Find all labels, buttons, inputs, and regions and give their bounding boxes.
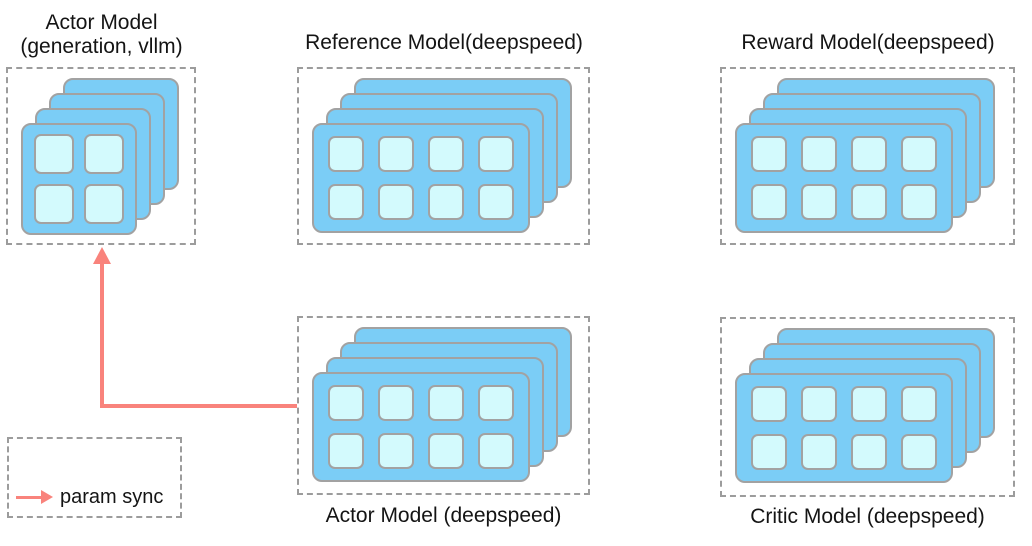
legend-arrow-line-icon — [16, 496, 41, 499]
gpu-cell — [851, 433, 887, 470]
gpu-cell — [328, 385, 364, 422]
gpu-cell — [851, 183, 887, 220]
gpu-cell — [901, 136, 937, 173]
gpu-cell — [33, 183, 74, 224]
gpu-cell — [33, 134, 74, 175]
gpu-cell — [851, 386, 887, 423]
actor-generation-title: Actor Model (generation, vllm) — [0, 11, 203, 59]
gpu-cell — [801, 433, 837, 470]
gpu-cell — [478, 183, 514, 220]
gpu-cell — [378, 385, 414, 422]
gpu-cell — [478, 385, 514, 422]
gpu-cell — [751, 183, 787, 220]
gpu-card-front — [312, 123, 530, 233]
gpu-cell — [428, 385, 464, 422]
gpu-card-front — [735, 373, 953, 483]
gpu-cell — [901, 433, 937, 470]
critic-model-label: Critic Model (deepspeed) — [750, 505, 985, 528]
legend-box: param sync — [7, 437, 182, 518]
reward-model-box — [720, 67, 1015, 245]
gpu-card-front — [21, 123, 137, 235]
gpu-card-front — [312, 372, 530, 482]
gpu-cell — [428, 183, 464, 220]
legend-label: param sync — [60, 486, 164, 508]
gpu-cell — [751, 386, 787, 423]
actor-generation-title-line1: Actor Model — [45, 11, 158, 34]
gpu-cell — [84, 183, 125, 224]
gpu-cell — [428, 136, 464, 173]
gpu-cell — [328, 432, 364, 469]
gpu-cell — [428, 432, 464, 469]
gpu-cell — [901, 386, 937, 423]
actor-deepspeed-box — [297, 316, 590, 495]
actor-generation-box — [6, 67, 196, 245]
reward-model-title: Reward Model(deepspeed) — [741, 31, 995, 54]
gpu-cell — [801, 386, 837, 423]
actor-generation-title-line2: (generation, vllm) — [20, 35, 183, 58]
param-sync-arrow-horizontal — [100, 404, 297, 408]
gpu-cell — [851, 136, 887, 173]
gpu-cell — [328, 136, 364, 173]
gpu-cell — [328, 183, 364, 220]
reference-model-title: Reference Model(deepspeed) — [305, 31, 583, 54]
actor-deepspeed-label: Actor Model (deepspeed) — [325, 504, 562, 527]
legend-arrowhead-icon — [41, 490, 53, 504]
param-sync-arrow-vertical — [100, 262, 104, 408]
gpu-cell — [751, 433, 787, 470]
gpu-cell — [478, 136, 514, 173]
gpu-cell — [901, 183, 937, 220]
gpu-cell — [378, 432, 414, 469]
gpu-cell — [801, 183, 837, 220]
gpu-cell — [378, 136, 414, 173]
critic-model-box — [720, 317, 1015, 497]
gpu-cell — [84, 134, 125, 175]
gpu-cell — [478, 432, 514, 469]
gpu-cell — [751, 136, 787, 173]
gpu-card-front — [735, 123, 953, 233]
gpu-cell — [378, 183, 414, 220]
reference-model-box — [297, 67, 590, 245]
param-sync-arrowhead-icon — [93, 247, 111, 264]
gpu-cell — [801, 136, 837, 173]
